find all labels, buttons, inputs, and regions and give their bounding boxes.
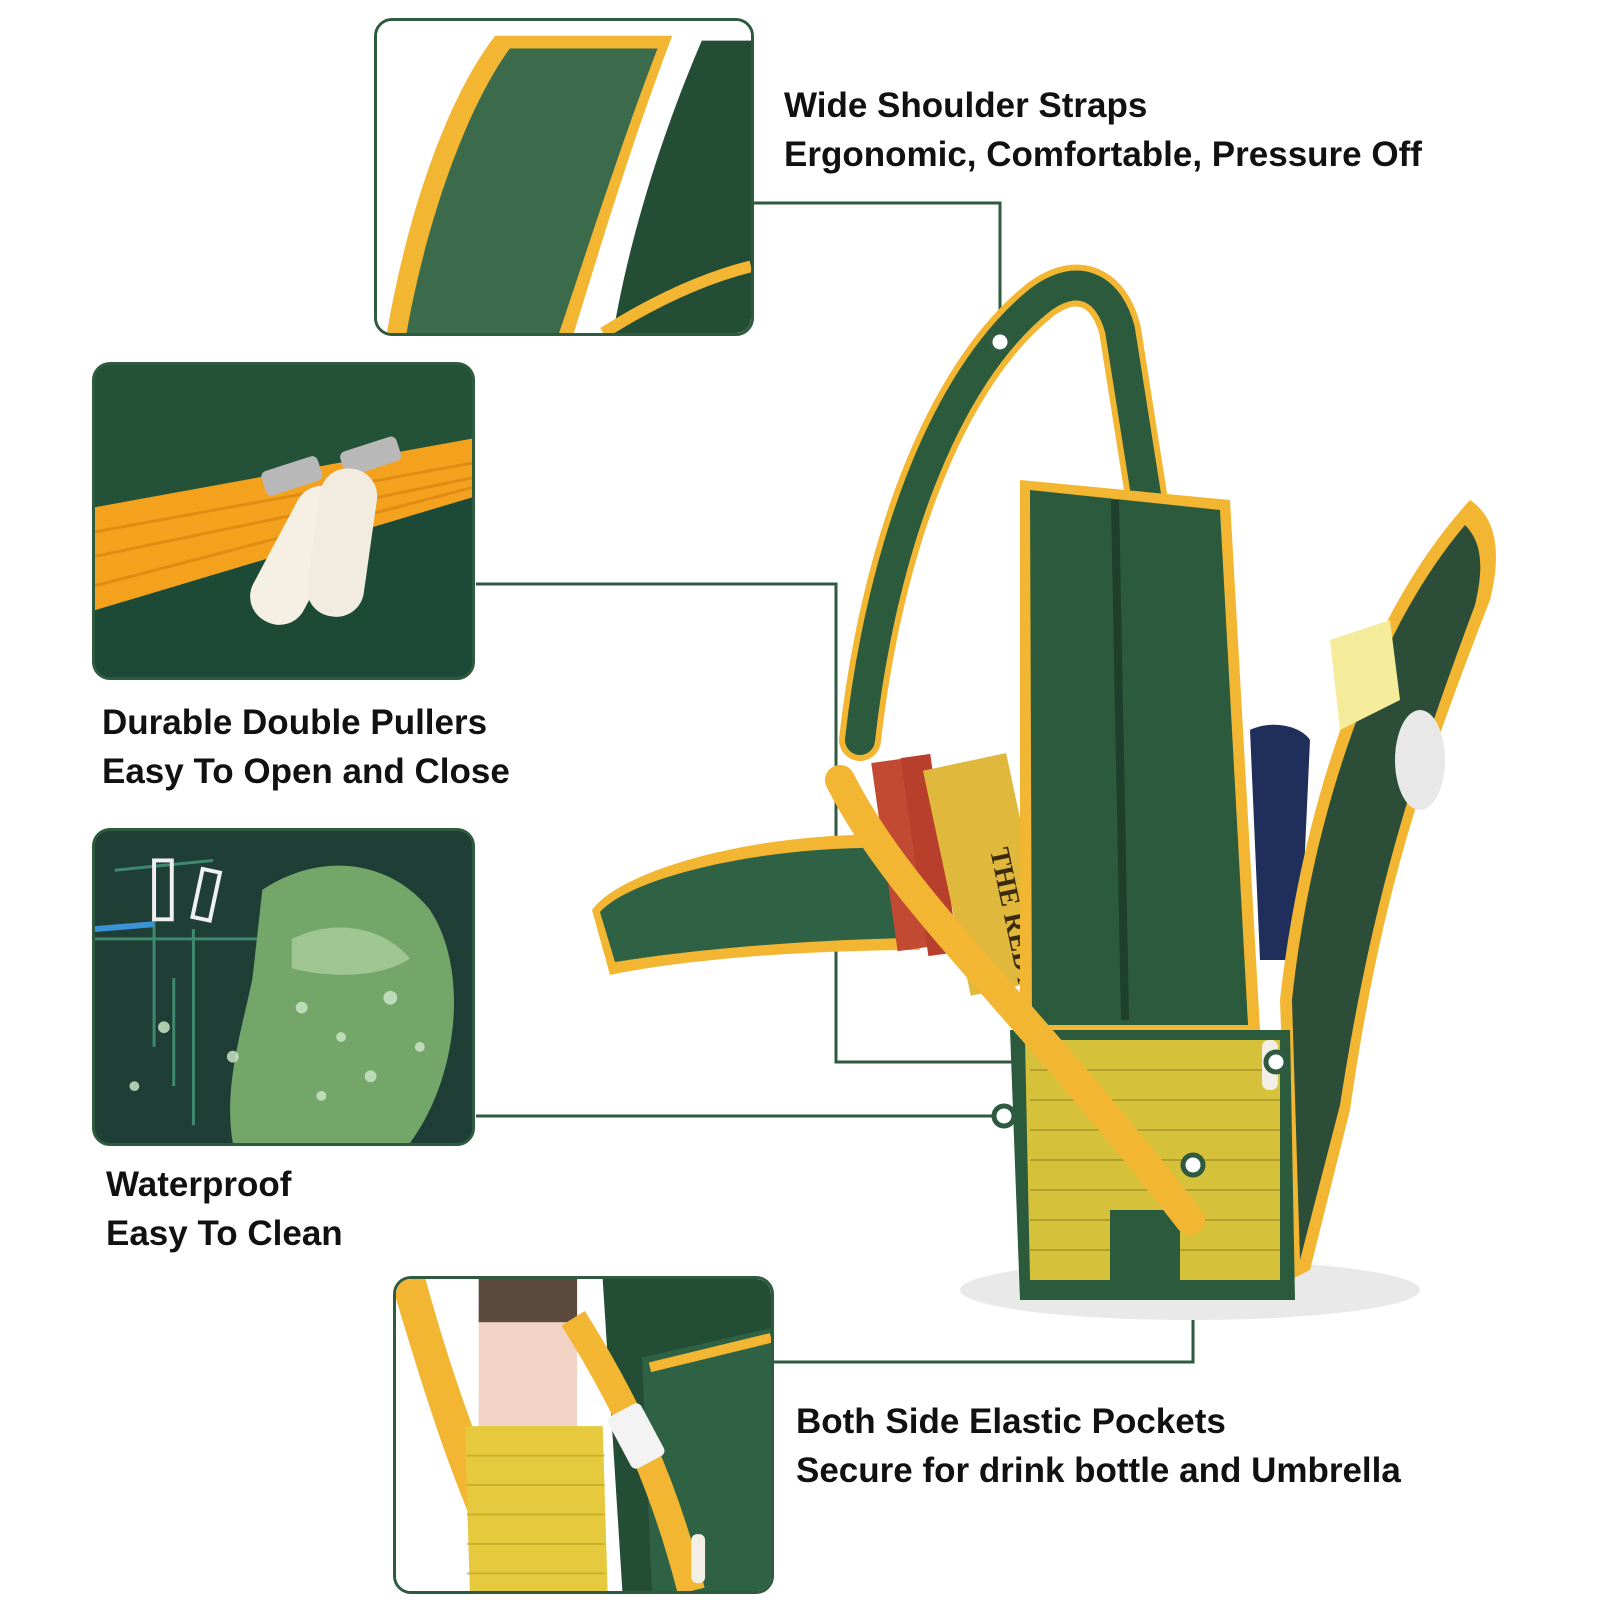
callout-dot-straps bbox=[987, 329, 1013, 355]
caption-waterproof: Waterproof Easy To Clean bbox=[106, 1160, 343, 1258]
callout-dot-pullers bbox=[1263, 1049, 1289, 1075]
callout-dot-pockets bbox=[1180, 1152, 1206, 1178]
caption-subtitle: Ergonomic, Comfortable, Pressure Off bbox=[784, 135, 1422, 174]
caption-double-pullers: Durable Double Pullers Easy To Open and … bbox=[102, 698, 510, 796]
caption-title: Waterproof bbox=[106, 1165, 292, 1204]
callout-dot-waterproof bbox=[991, 1103, 1017, 1129]
pockets-closeup-panel bbox=[393, 1276, 774, 1594]
strap-closeup-panel bbox=[374, 18, 754, 336]
caption-subtitle: Easy To Clean bbox=[106, 1214, 343, 1253]
caption-title: Wide Shoulder Straps bbox=[784, 86, 1148, 125]
caption-title: Durable Double Pullers bbox=[102, 703, 488, 742]
caption-side-pockets: Both Side Elastic Pockets Secure for dri… bbox=[796, 1397, 1401, 1495]
caption-subtitle: Secure for drink bottle and Umbrella bbox=[796, 1451, 1401, 1490]
caption-title: Both Side Elastic Pockets bbox=[796, 1402, 1226, 1441]
waterproof-closeup-panel bbox=[92, 828, 475, 1146]
pullers-closeup-panel bbox=[92, 362, 475, 680]
caption-shoulder-straps: Wide Shoulder Straps Ergonomic, Comforta… bbox=[784, 81, 1422, 179]
caption-subtitle: Easy To Open and Close bbox=[102, 752, 510, 791]
